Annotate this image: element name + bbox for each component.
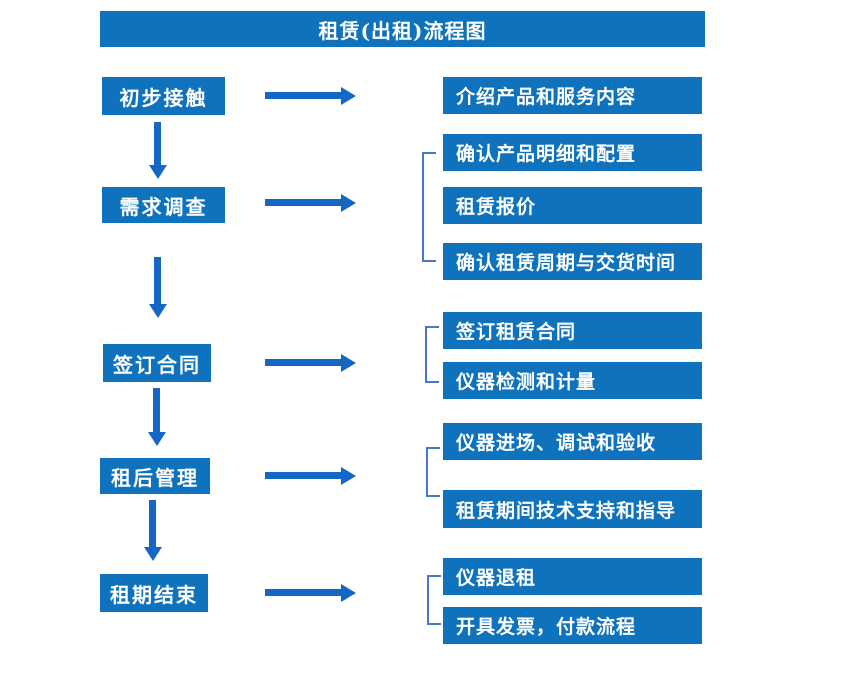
- step-box-post-rental-management: 租后管理: [100, 458, 210, 494]
- bracket-post-rental-group: [426, 447, 440, 497]
- detail-box-sign-rental-contract: 签订租赁合同: [443, 312, 702, 349]
- detail-box-instrument-return: 仪器退租: [443, 558, 702, 595]
- arrow-down-4: [149, 500, 156, 547]
- arrow-right-rental-end: [265, 589, 341, 596]
- step-box-initial-contact: 初步接触: [102, 77, 225, 115]
- arrow-down-1: [154, 122, 161, 165]
- arrow-right-initial-contact: [265, 92, 341, 99]
- bracket-sign-contract-group: [425, 326, 439, 383]
- step-box-sign-contract: 签订合同: [103, 344, 211, 382]
- bracket-rental-end-group: [427, 575, 441, 625]
- detail-box-tech-support: 租赁期间技术支持和指导: [443, 490, 702, 528]
- arrow-down-2: [154, 257, 161, 304]
- bracket-demand-survey-group: [422, 152, 436, 262]
- detail-box-instrument-setup-acceptance: 仪器进场、调试和验收: [443, 423, 702, 460]
- detail-box-introduce-products: 介绍产品和服务内容: [443, 77, 702, 114]
- arrow-right-sign-contract: [265, 359, 341, 366]
- detail-box-rental-quote: 租赁报价: [443, 187, 702, 224]
- flowchart-title: 租赁(出租)流程图: [100, 11, 705, 47]
- detail-box-confirm-period-delivery: 确认租赁周期与交货时间: [443, 243, 702, 280]
- arrow-down-3: [153, 388, 160, 432]
- step-box-demand-survey: 需求调查: [102, 187, 225, 223]
- detail-box-confirm-product-config: 确认产品明细和配置: [443, 134, 702, 171]
- detail-box-invoice-payment: 开具发票，付款流程: [443, 607, 702, 644]
- detail-box-instrument-testing: 仪器检测和计量: [443, 362, 702, 399]
- arrow-right-demand-survey: [265, 199, 341, 206]
- arrow-right-post-rental: [265, 472, 341, 479]
- step-box-rental-end: 租期结束: [100, 574, 208, 612]
